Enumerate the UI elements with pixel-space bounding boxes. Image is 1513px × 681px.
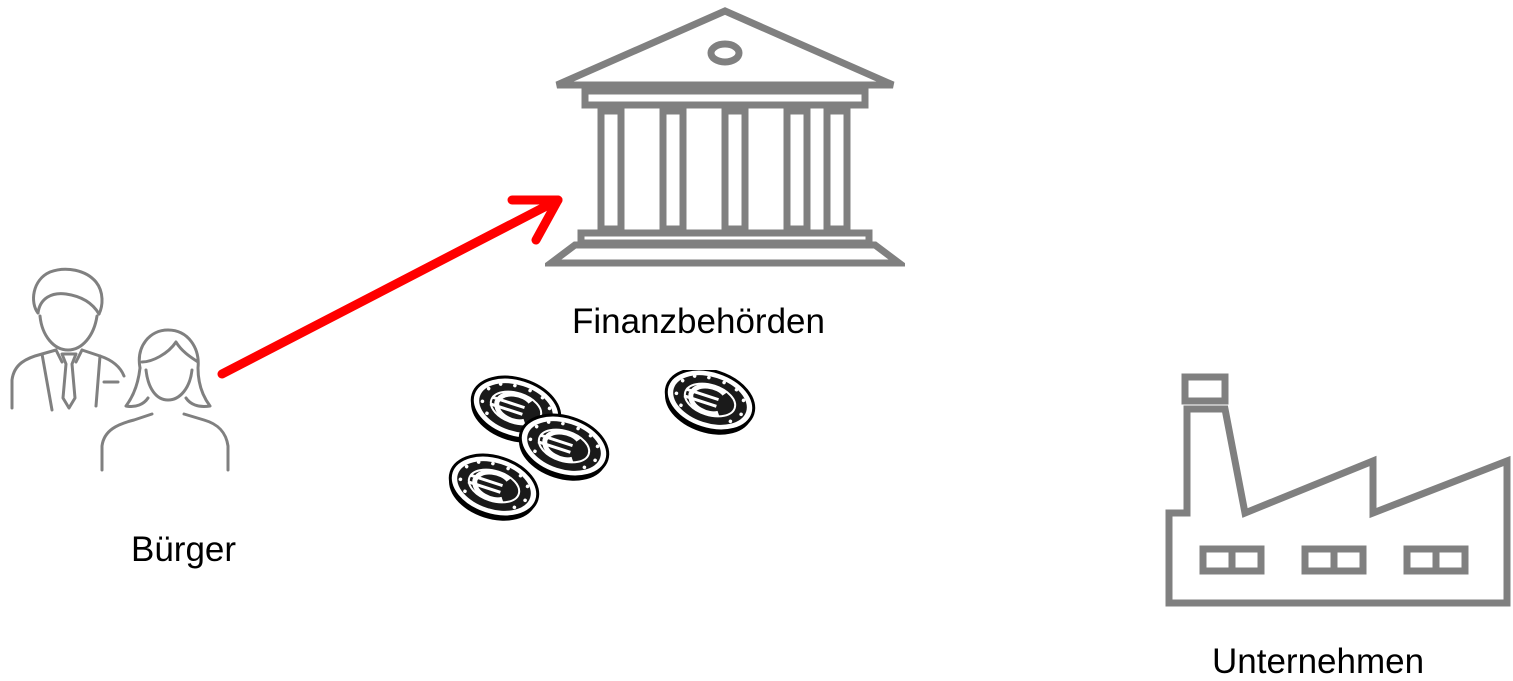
coin-4: [657, 370, 760, 445]
payment-arrow: [217, 195, 563, 379]
citizens-label: Bürger: [131, 530, 237, 569]
euro-coins-icon: [440, 370, 760, 525]
factory-icon: [1165, 373, 1511, 607]
company-label: Unternehmen: [1212, 642, 1425, 681]
people-icon: [10, 267, 230, 472]
tax-authority-label: Finanzbehörden: [572, 302, 825, 341]
bank-building-icon: [545, 7, 905, 267]
